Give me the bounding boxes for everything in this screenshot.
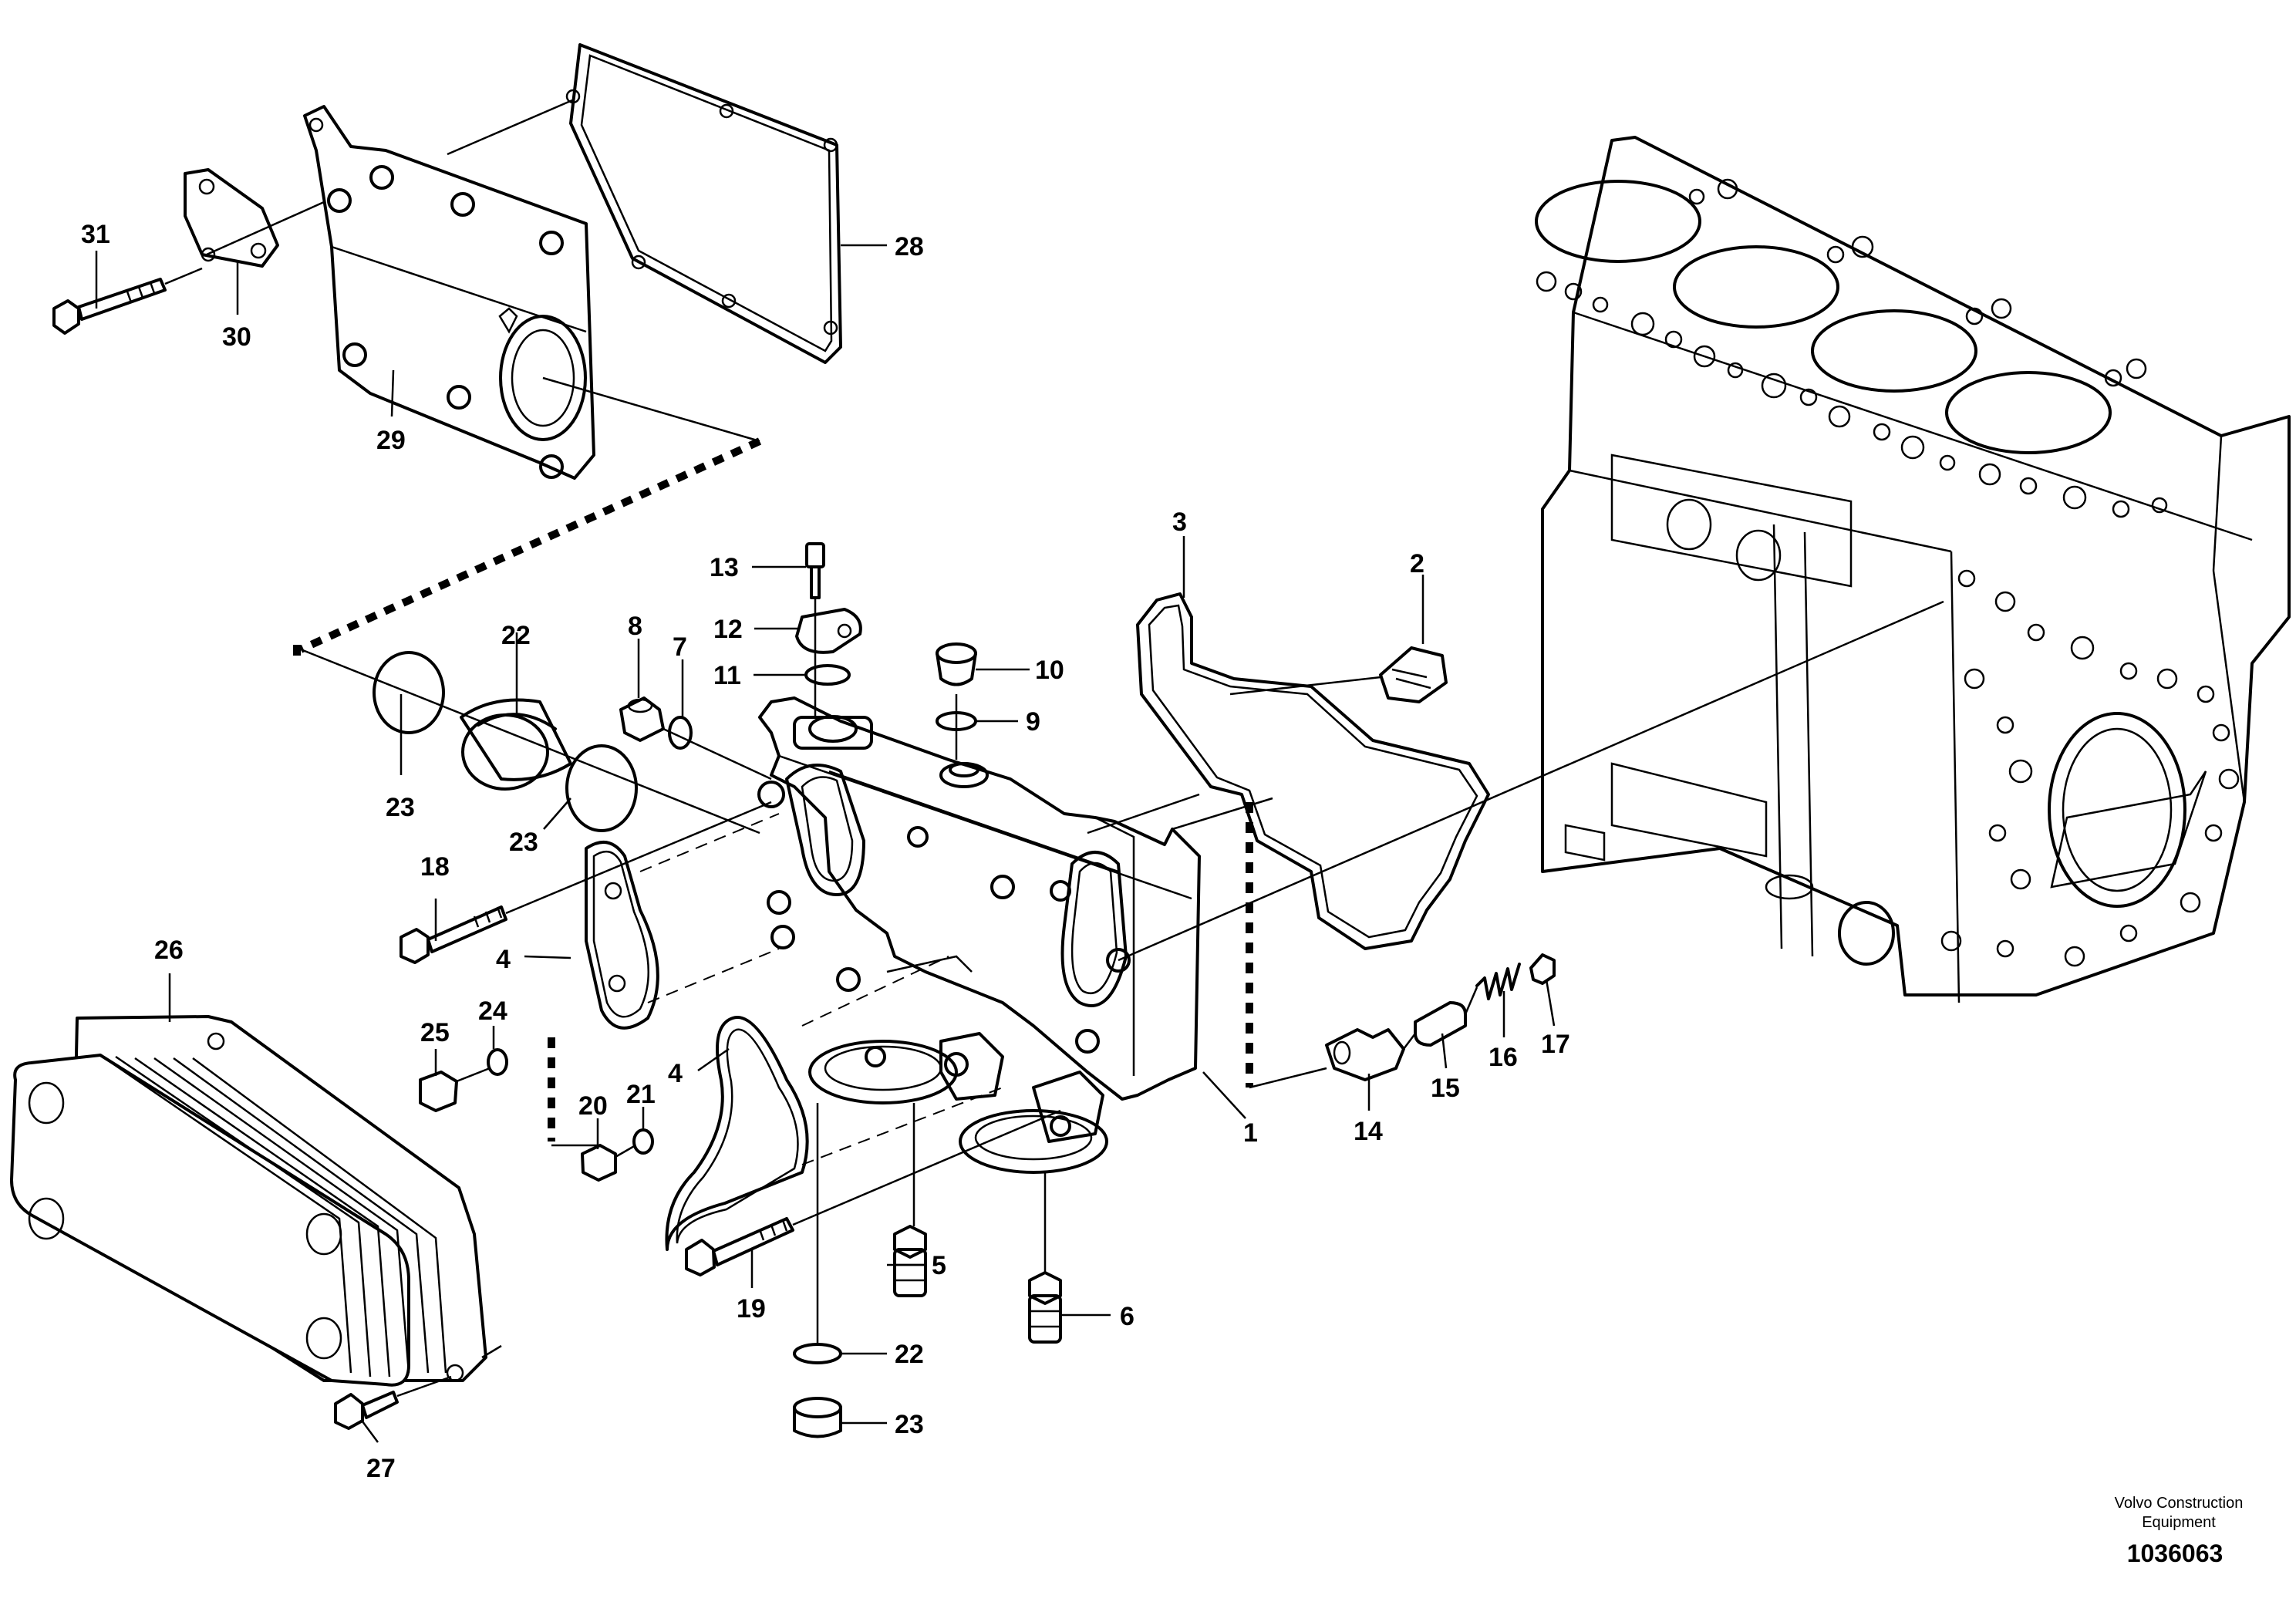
seal-24 (487, 1048, 508, 1076)
oil-cooler-26 (10, 1015, 487, 1387)
callout-2: 2 (1410, 549, 1424, 578)
fitting-5 (893, 1225, 927, 1297)
callout-leaders (95, 244, 1556, 1443)
bolt-19 (685, 1217, 794, 1276)
callout-28: 28 (895, 232, 924, 261)
o-ring-23-top (373, 651, 445, 734)
callout-4-lower: 4 (668, 1059, 683, 1088)
callout-22-lower: 22 (895, 1340, 924, 1369)
o-ring-23-second (565, 744, 638, 832)
callout-9: 9 (1026, 707, 1040, 737)
drawing-number: 1036063 (2127, 1539, 2224, 1567)
housing-1 (757, 696, 1201, 1174)
callout-22-upper: 22 (501, 621, 531, 650)
gasket-4-lower (665, 1016, 809, 1251)
callout-25: 25 (420, 1018, 450, 1047)
seal-21 (632, 1128, 654, 1155)
plug-25 (419, 1071, 458, 1112)
callout-17: 17 (1541, 1030, 1570, 1059)
plug-2 (1379, 646, 1448, 703)
gasket-3 (1136, 592, 1490, 950)
fitting-6 (1028, 1271, 1062, 1344)
plug-8 (619, 696, 665, 742)
footer: Volvo Construction Equipment 1036063 (2115, 1495, 2244, 1567)
cover-29 (303, 105, 595, 480)
clamp-12 (795, 608, 862, 654)
callout-4-upper: 4 (496, 945, 511, 974)
o-ring-11 (804, 664, 851, 686)
callout-20: 20 (578, 1091, 608, 1121)
callout-15: 15 (1431, 1074, 1460, 1103)
callout-21: 21 (626, 1080, 656, 1109)
callout-31: 31 (81, 220, 110, 249)
callout-12: 12 (713, 615, 743, 644)
gasket-4-upper (585, 841, 659, 1030)
callout-1: 1 (1243, 1118, 1258, 1148)
callout-16: 16 (1489, 1043, 1518, 1072)
screw-13 (805, 542, 825, 599)
callout-6: 6 (1120, 1302, 1135, 1331)
callout-13: 13 (710, 553, 739, 582)
piston-15 (1414, 1001, 1467, 1047)
washer-22-lower (793, 1343, 842, 1364)
sleeve-22 (460, 698, 572, 791)
callout-7: 7 (673, 632, 687, 662)
callout-23-left: 23 (386, 793, 415, 822)
brand-line-1: Volvo Construction (2115, 1495, 2244, 1512)
plug-10 (936, 642, 977, 686)
callout-14: 14 (1354, 1117, 1383, 1146)
callout-30: 30 (222, 322, 251, 352)
valve-14 (1325, 1028, 1405, 1081)
callout-8: 8 (628, 612, 642, 641)
callout-23-lower: 23 (895, 1410, 924, 1439)
callout-26: 26 (154, 936, 184, 965)
bolt-18 (400, 905, 507, 964)
callout-3: 3 (1172, 508, 1187, 537)
callout-27: 27 (366, 1454, 396, 1483)
callout-10: 10 (1035, 656, 1064, 685)
bolt-27 (334, 1391, 399, 1430)
plug-20 (581, 1144, 617, 1182)
callout-19: 19 (737, 1294, 766, 1324)
bracket-30 (184, 168, 279, 268)
spring-16 (1475, 963, 1521, 1000)
brand-line-2: Equipment (2142, 1514, 2216, 1531)
bolt-31 (52, 278, 167, 335)
callout-24: 24 (478, 996, 507, 1026)
callout-5: 5 (932, 1251, 946, 1280)
engine-block (1535, 136, 2291, 1003)
callout-numbers: 1 2 3 4 4 5 6 7 8 9 10 11 12 13 14 15 16… (81, 220, 1570, 1483)
plug-23-lower (793, 1397, 842, 1438)
plug-17 (1529, 953, 1556, 985)
gasket-28 (565, 43, 842, 364)
callout-29: 29 (376, 426, 406, 455)
callout-18: 18 (420, 852, 450, 882)
callout-11: 11 (713, 661, 741, 690)
callout-23-middle: 23 (509, 828, 538, 857)
